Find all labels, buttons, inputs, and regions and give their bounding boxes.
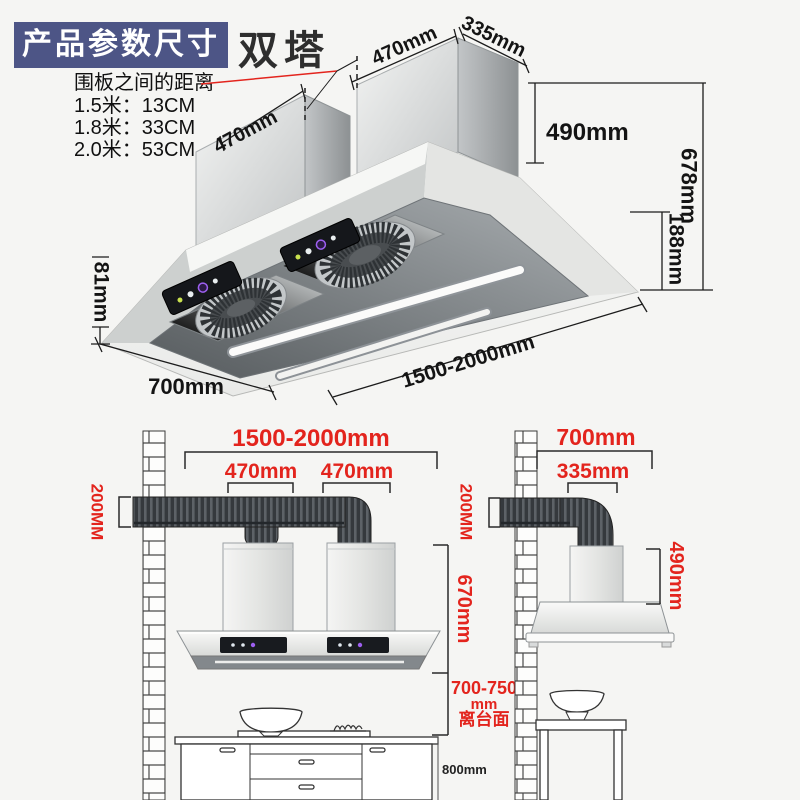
- label-clearance: mm: [471, 696, 498, 713]
- note-row: 2.0米：53CM: [74, 139, 196, 161]
- front-tower-2: [326, 542, 396, 632]
- label-duct-size-front: 200MM: [88, 484, 107, 541]
- duct-side: [499, 497, 614, 547]
- dim-lip-height: 81mm: [90, 256, 113, 345]
- installation-views: 1500-2000mm 470mm 470mm 200MM 670mm 700-…: [88, 424, 687, 800]
- gap-leader: [200, 56, 358, 120]
- front-cabinet: [174, 736, 439, 800]
- label-tower-height-side: 490mm: [665, 542, 687, 611]
- side-view: 700mm 335mm 200MM 490mm: [457, 424, 687, 800]
- svg-text:678mm: 678mm: [677, 148, 702, 224]
- side-cooktop: [535, 689, 627, 800]
- brick-wall-left: [142, 430, 166, 800]
- label-total-width: 1500-2000mm: [232, 425, 389, 452]
- note-row: 1.5米：13CM: [74, 95, 196, 117]
- svg-text:81mm: 81mm: [90, 262, 113, 323]
- dim-body-height: 188mm: [630, 211, 688, 290]
- dim-tower-height: 490mm: [526, 82, 706, 164]
- front-hood: [176, 630, 441, 670]
- label-duct-size-side: 200MM: [457, 484, 476, 541]
- front-cooktop: [237, 707, 371, 738]
- label-unit-height: 670mm: [453, 575, 475, 644]
- light-bar: [227, 264, 526, 381]
- label-counter-height: 800mm: [442, 762, 487, 777]
- side-hood: [525, 601, 675, 648]
- iso-view: 470mm 470mm 335mm 490mm 678mm: [90, 12, 713, 406]
- tower-right: [356, 37, 519, 196]
- note-title: 围板之间的距离: [74, 72, 214, 94]
- label-clearance: 离台面: [459, 709, 510, 729]
- label-clearance: 700-750: [451, 678, 517, 698]
- hood-canopy: [101, 141, 639, 397]
- dim-hood-depth: 700mm: [94, 336, 277, 401]
- model-name: 双塔: [238, 29, 330, 73]
- label-tower-depth-side: 335mm: [557, 460, 629, 483]
- dim-total-height: 678mm: [640, 83, 713, 291]
- svg-text:188mm: 188mm: [665, 213, 688, 285]
- label-tower1-width: 470mm: [225, 460, 297, 483]
- note-row: 1.8米：33CM: [74, 117, 196, 139]
- brick-wall-right: [514, 430, 538, 800]
- svg-text:490mm: 490mm: [546, 119, 629, 146]
- front-view: 1500-2000mm 470mm 470mm 200MM 670mm 700-…: [88, 425, 517, 800]
- control-panel-left: [161, 261, 243, 315]
- bracket-total-width: [184, 451, 438, 469]
- side-tower: [569, 545, 624, 603]
- panel-gap-note: 围板之间的距离 1.5米：13CM 1.8米：33CM 2.0米：53CM: [74, 72, 214, 161]
- title-badge: 产品参数尺寸: [14, 22, 228, 68]
- front-tower-1: [222, 542, 294, 632]
- label-tower2-width: 470mm: [321, 460, 393, 483]
- control-panel-right: [279, 218, 361, 272]
- fan-right: [314, 221, 416, 289]
- label-hood-depth-side: 700mm: [556, 424, 635, 450]
- duct-front: [132, 496, 372, 547]
- svg-text:700mm: 700mm: [148, 374, 224, 399]
